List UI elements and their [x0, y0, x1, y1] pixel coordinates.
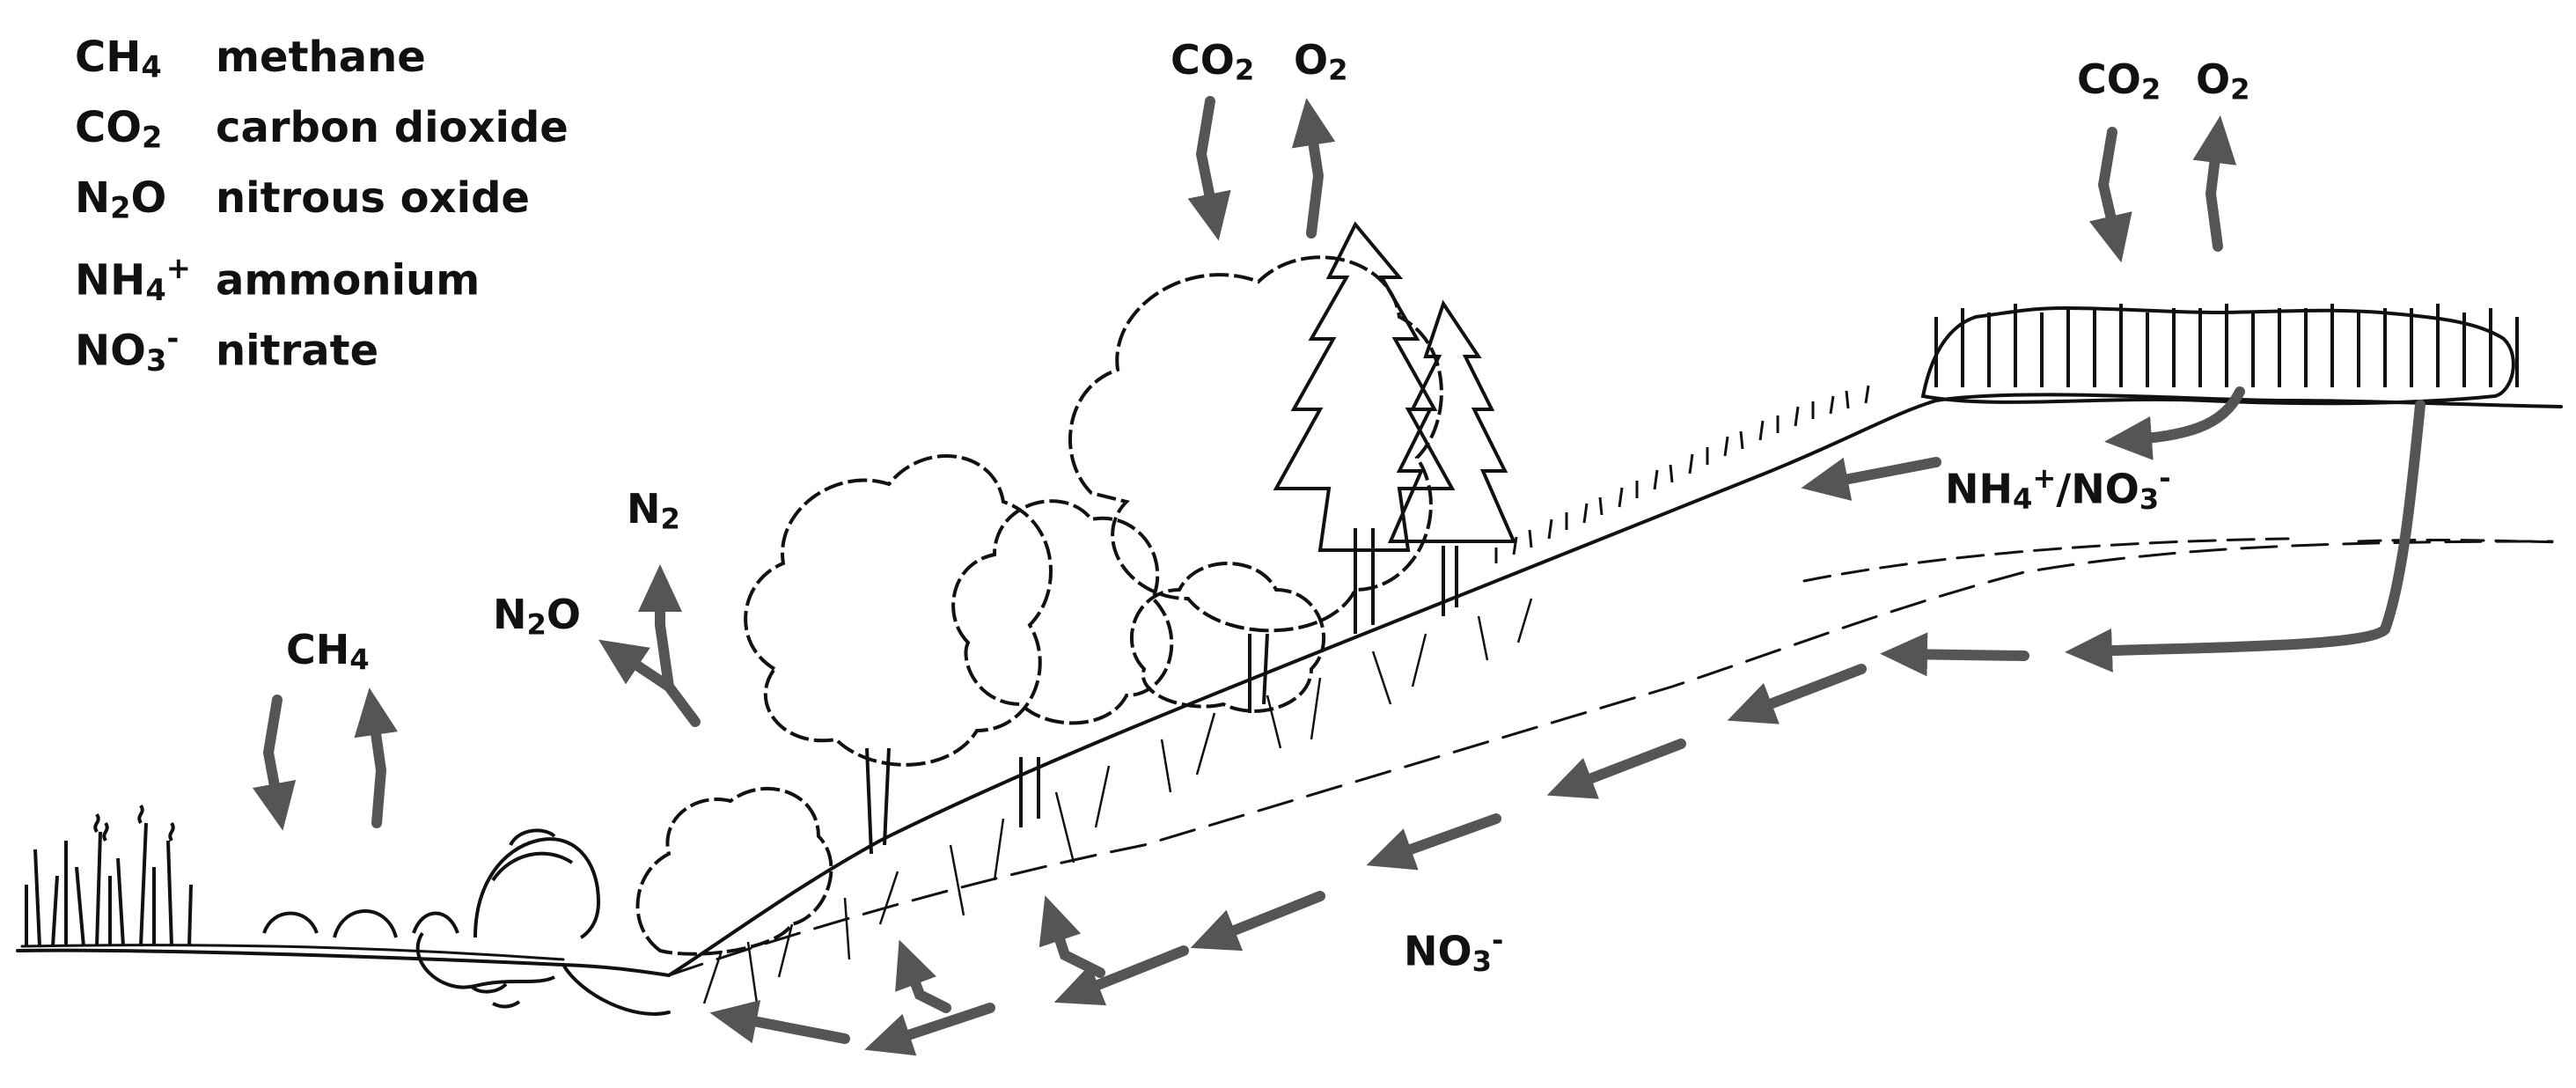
n2o-arrow: [598, 639, 674, 692]
denitrification-branch-2: [895, 939, 951, 1013]
ch4-label: CH4: [286, 626, 370, 677]
gas-exchange-arrows: [252, 96, 2237, 831]
conifer-trees: [1273, 221, 1517, 552]
legend-name: ammonium: [216, 255, 481, 305]
legend-name: nitrous oxide: [216, 173, 530, 223]
ch4-up-arrow: [354, 687, 398, 828]
legend-name: carbon dioxide: [216, 103, 569, 152]
legend-formula: N2O: [75, 173, 167, 225]
groundwater-arrow-2: [1727, 664, 1867, 724]
field-co2-down-arrow: [2088, 127, 2132, 263]
legend-formula: CO2: [75, 103, 163, 155]
tree-trunks: [865, 528, 1458, 855]
forest-co2-label: CO2: [1171, 36, 1255, 87]
legend-item-ammonium: NH4+ ammonium: [75, 242, 480, 317]
legend-name: methane: [216, 33, 426, 82]
legend-formula: CH4: [75, 33, 162, 85]
n2o-label: N2O: [493, 591, 582, 642]
groundwater-arrow-6: [1053, 945, 1189, 1006]
groundwater-arrow-5: [1190, 891, 1325, 952]
runoff-to-slope-arrow: [1801, 457, 1941, 501]
leaching-arrow: [2065, 400, 2426, 673]
field-o2-label: O2: [2196, 55, 2250, 107]
nitrogen-flow-arrows: [709, 386, 2426, 1056]
denitrification-branch-1: [1038, 895, 1105, 978]
groundwater-arrow-8: [709, 1000, 850, 1044]
legend-item-carbon-dioxide: CO2 carbon dioxide: [75, 101, 569, 165]
grass-strip: [1494, 385, 1870, 563]
nh4-no3-label: NH4+/NO3-: [1945, 461, 2171, 517]
crop-field: [1920, 304, 2519, 406]
wetland-plants: [25, 804, 601, 1009]
n2-label: N2: [627, 485, 680, 536]
groundwater-arrow-1: [1880, 632, 2029, 677]
legend-formula: NH4+: [75, 251, 191, 308]
forest-o2-label: O2: [1294, 36, 1348, 87]
legend-item-methane: CH4 methane: [75, 31, 426, 94]
forest-co2-down-arrow: [1187, 96, 1231, 241]
legend-name: nitrate: [216, 326, 379, 376]
groundwater-arrow-7: [864, 1003, 995, 1056]
n2-up-arrow: [638, 564, 701, 727]
nh4-no3-runoff-arrow: [2104, 386, 2245, 460]
forest-o2-up-arrow: [1291, 98, 1336, 239]
groundwater-arrow-4: [1366, 813, 1501, 871]
riparian-trees: [635, 255, 1443, 956]
legend-formula: NO3-: [75, 321, 180, 379]
groundwater-no3-label: NO3-: [1404, 923, 1504, 979]
legend-item-nitrous-oxide: N2O nitrous oxide: [75, 172, 530, 235]
legend-item-nitrate: NO3- nitrate: [75, 312, 378, 387]
tree-roots: [702, 598, 1533, 1004]
field-o2-up-arrow: [2192, 115, 2237, 252]
field-co2-label: CO2: [2077, 55, 2161, 107]
ch4-down-arrow: [252, 695, 297, 831]
groundwater-arrow-3: [1546, 739, 1686, 799]
